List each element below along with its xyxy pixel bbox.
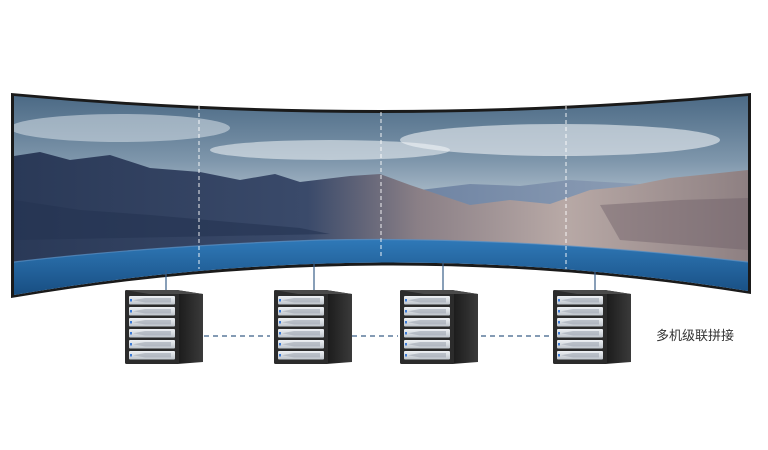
panel-seams <box>198 106 567 269</box>
landscape-image <box>14 96 748 295</box>
server-unit <box>125 290 203 364</box>
server-unit <box>553 290 631 364</box>
server-unit <box>274 290 352 364</box>
video-cables <box>165 261 596 292</box>
server-group <box>125 290 631 364</box>
cascade-caption: 多机级联拼接 <box>656 329 735 344</box>
curved-video-wall <box>11 93 751 298</box>
server-unit <box>400 290 478 364</box>
